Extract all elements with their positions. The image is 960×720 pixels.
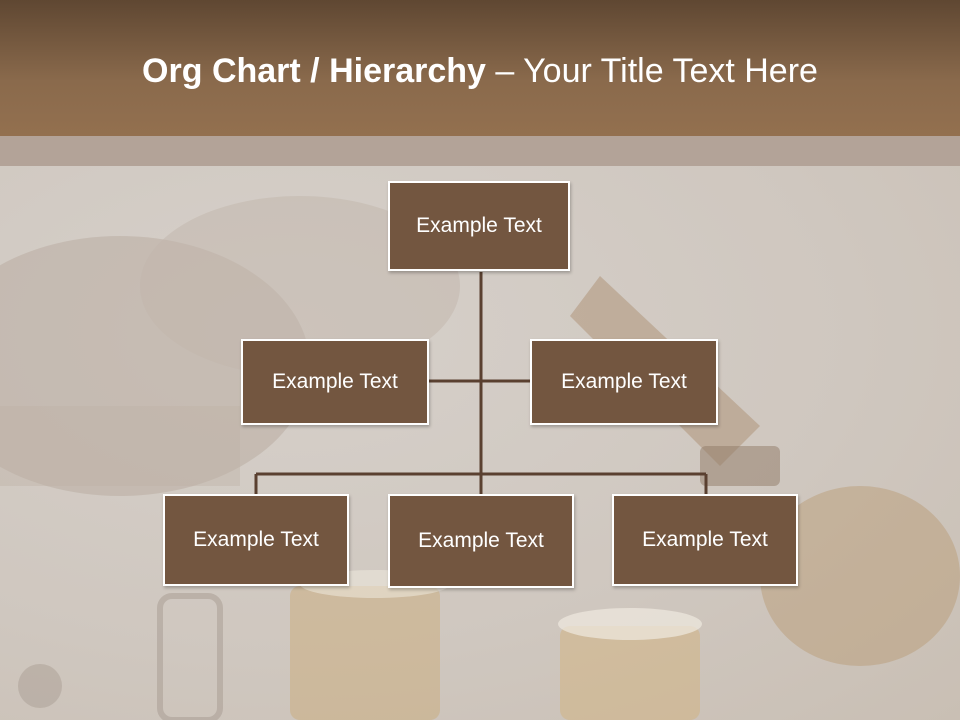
org-node-bottom-left-label: Example Text <box>193 528 319 551</box>
title-bar <box>0 0 960 136</box>
org-node-bottom-left[interactable]: Example Text <box>163 494 349 586</box>
title-bold-part: Org Chart / Hierarchy <box>142 52 486 90</box>
org-node-mid-right[interactable]: Example Text <box>530 339 718 425</box>
org-node-top[interactable]: Example Text <box>388 181 570 271</box>
org-node-bottom-center[interactable]: Example Text <box>388 494 574 588</box>
org-node-bottom-right-label: Example Text <box>642 528 768 551</box>
header-band <box>0 136 960 166</box>
title-regular-part: Your Title Text Here <box>523 52 818 90</box>
org-node-bottom-center-label: Example Text <box>418 529 544 552</box>
org-node-mid-right-label: Example Text <box>561 370 687 393</box>
org-node-mid-left-label: Example Text <box>272 370 398 393</box>
org-node-mid-left[interactable]: Example Text <box>241 339 429 425</box>
background-illustration <box>0 196 960 720</box>
org-node-top-label: Example Text <box>416 214 542 237</box>
background-photo <box>0 166 960 720</box>
slide-title: Org Chart / Hierarchy – Your Title Text … <box>0 52 960 91</box>
title-separator: – <box>485 52 524 90</box>
org-node-bottom-right[interactable]: Example Text <box>612 494 798 586</box>
